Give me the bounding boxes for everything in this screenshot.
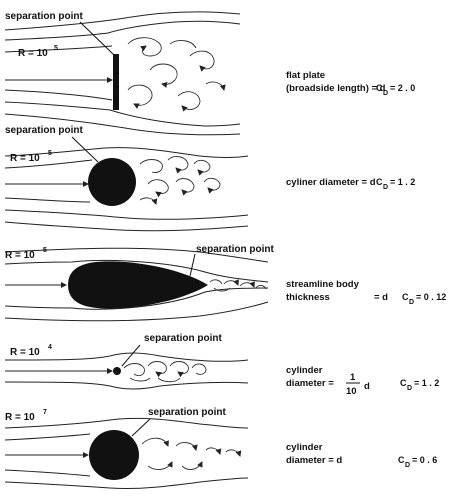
svg-text:C: C bbox=[398, 455, 405, 465]
svg-text:= 1 . 2: = 1 . 2 bbox=[414, 378, 439, 388]
cylinder-body bbox=[88, 158, 136, 206]
description-line-2: (broadside length) = d bbox=[286, 83, 386, 94]
description-line-1: cylinder bbox=[286, 365, 323, 376]
svg-text:D: D bbox=[409, 299, 414, 306]
panel-flat-plate: separation point R = 10 5 flat plate (br… bbox=[4, 11, 415, 136]
reynolds-label: R = 10 bbox=[5, 250, 35, 261]
svg-text:C: C bbox=[376, 177, 383, 187]
separation-label: separation point bbox=[5, 11, 83, 22]
reynolds-label: R = 10 bbox=[10, 153, 40, 164]
description-line-2: diameter = d bbox=[286, 455, 342, 466]
fraction: 1 10 d bbox=[346, 372, 370, 397]
description-line-1: flat plate bbox=[286, 70, 325, 81]
reynolds-exponent: 5 bbox=[48, 150, 52, 157]
wake-eddies bbox=[127, 37, 226, 112]
svg-text:D: D bbox=[383, 90, 388, 97]
separation-leader bbox=[131, 418, 151, 437]
streamlines bbox=[4, 11, 241, 136]
small-cylinder-body bbox=[113, 367, 121, 375]
separation-leader bbox=[71, 136, 99, 163]
svg-text:D: D bbox=[405, 462, 410, 469]
large-cylinder-body bbox=[89, 430, 139, 480]
streamlines bbox=[4, 247, 269, 322]
reynolds-label: R = 10 bbox=[10, 347, 40, 358]
reynolds-exponent: 7 bbox=[43, 409, 47, 416]
svg-text:C: C bbox=[402, 292, 409, 302]
panel-small-cylinder: separation point R = 10 4 cylinder diame… bbox=[4, 333, 439, 397]
svg-text:C: C bbox=[400, 378, 407, 388]
separation-label: separation point bbox=[148, 407, 226, 418]
svg-text:C: C bbox=[376, 83, 383, 93]
drag-coefficient: C D = 1 . 2 bbox=[400, 378, 439, 392]
streamline-body-shape bbox=[68, 261, 208, 309]
svg-text:D: D bbox=[407, 385, 412, 392]
panel-streamline-body: separation point R = 10 5 streamline bod… bbox=[4, 244, 446, 322]
svg-text:= 0 . 6: = 0 . 6 bbox=[412, 455, 437, 465]
description-line-2: diameter = bbox=[286, 378, 334, 389]
reynolds-exponent: 5 bbox=[54, 45, 58, 52]
reynolds-label: R = 10 bbox=[5, 412, 35, 423]
svg-text:1: 1 bbox=[350, 372, 356, 383]
drag-coefficient: C D = 0 . 6 bbox=[398, 455, 437, 469]
reynolds-exponent: 5 bbox=[43, 247, 47, 254]
description-line-2: thickness bbox=[286, 292, 330, 303]
separation-leader bbox=[121, 344, 141, 367]
wake-eddies bbox=[139, 156, 221, 205]
drag-coefficient: C D = 0 . 12 bbox=[402, 292, 446, 306]
svg-text:d: d bbox=[364, 381, 370, 392]
svg-text:D: D bbox=[383, 184, 388, 191]
drag-coefficient: C D = 2 . 0 bbox=[376, 83, 415, 97]
svg-text:= 1 . 2: = 1 . 2 bbox=[390, 177, 415, 187]
svg-text:10: 10 bbox=[346, 386, 357, 397]
description-suffix: = d bbox=[374, 292, 388, 303]
separation-leader bbox=[79, 21, 115, 56]
description-line-1: streamline body bbox=[286, 279, 360, 290]
streamlines bbox=[4, 352, 249, 390]
svg-text:= 0 . 12: = 0 . 12 bbox=[416, 292, 446, 302]
wake-eddies bbox=[209, 279, 267, 292]
wake-eddies bbox=[141, 437, 242, 470]
streamlines bbox=[4, 417, 249, 490]
separation-label: separation point bbox=[196, 244, 274, 255]
panel-cylinder: separation point R = 10 5 cyliner diamet… bbox=[4, 125, 415, 232]
description-line-1: cyliner diameter = d bbox=[286, 177, 376, 188]
reynolds-exponent: 4 bbox=[48, 344, 52, 351]
streamlines bbox=[4, 147, 249, 232]
separation-label: separation point bbox=[144, 333, 222, 344]
description-line-1: cylinder bbox=[286, 442, 323, 453]
wake-eddies bbox=[123, 361, 207, 383]
reynolds-label: R = 10 bbox=[18, 48, 48, 59]
drag-coefficient: C D = 1 . 2 bbox=[376, 177, 415, 191]
flat-plate-body bbox=[113, 54, 119, 110]
separation-leader bbox=[189, 253, 196, 277]
separation-label: separation point bbox=[5, 125, 83, 136]
svg-text:= 2 . 0: = 2 . 0 bbox=[390, 83, 415, 93]
panel-large-cylinder: separation point R = 10 7 cylinder diame… bbox=[4, 407, 437, 490]
